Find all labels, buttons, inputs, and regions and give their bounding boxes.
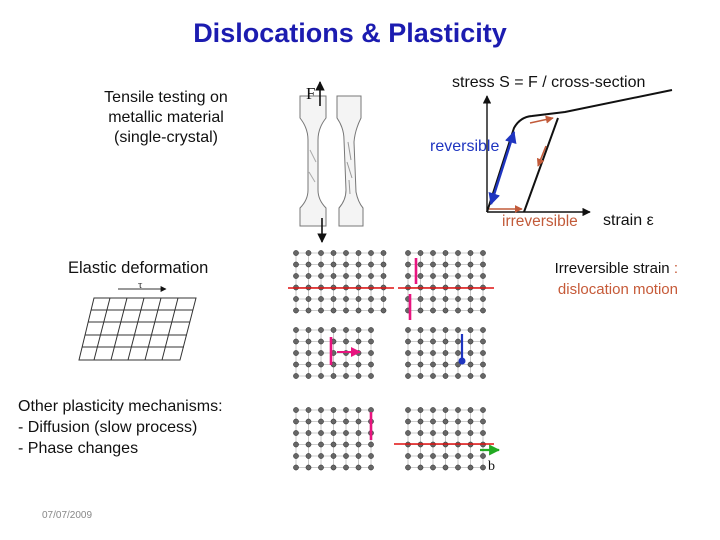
irreversible-strain-label: Irreversible strain [554, 260, 670, 277]
tensile-line-3: (single-crystal) [113, 129, 218, 146]
tensile-line-1: Tensile testing on [104, 89, 228, 106]
lattice-panel-5 [293, 407, 374, 471]
loading-curve [486, 89, 673, 213]
plastic-loading-arrow [529, 115, 554, 124]
dislocation-lattice-panels [293, 250, 486, 471]
elastic-deformation-label: Elastic deformation [68, 259, 209, 277]
force-label: F [306, 84, 316, 103]
burgers-vector-label: b [488, 459, 495, 474]
date-footer: 07/07/2009 [42, 510, 93, 521]
lattice-panel-1 [293, 250, 387, 314]
page-title: Dislocations & Plasticity [193, 18, 507, 48]
dislocation-overlays [288, 258, 501, 456]
other-line-1: Other plasticity mechanisms: [18, 398, 223, 415]
lattice-panel-2 [405, 250, 486, 314]
lattice-panel-4 [405, 327, 486, 379]
reversible-arrow [488, 130, 517, 206]
tensile-specimen-illustration [299, 95, 364, 227]
reversible-label: reversible [430, 138, 500, 155]
stress-axis-label: stress S = F / cross-section [452, 74, 646, 91]
tensile-testing-text: Tensile testing on metallic material (si… [72, 88, 260, 148]
other-line-3: - Phase changes [18, 440, 139, 457]
other-line-2: - Diffusion (slow process) [18, 419, 198, 436]
irreversible-strain-sep: : [669, 260, 678, 277]
dislocation-core [458, 357, 466, 365]
unloading-arrow [536, 145, 547, 167]
irreversible-label: irreversible [502, 213, 578, 230]
lattice-panel-6 [405, 407, 486, 471]
other-mechanisms-text: Other plasticity mechanisms: - Diffusion… [18, 396, 223, 459]
dislocation-motion-label: dislocation motion [557, 281, 678, 298]
tensile-line-2: metallic material [108, 109, 224, 126]
irreversible-strain-caption: Irreversible strain : dislocation motion [555, 258, 678, 300]
strain-axis-label: strain ε [603, 212, 654, 229]
unloading-line [523, 117, 559, 213]
shear-stress-label: τ [138, 279, 143, 291]
stress-strain-graph [482, 89, 673, 217]
elastic-sheared-grid [78, 286, 197, 361]
lattice-panel-3 [293, 327, 374, 379]
